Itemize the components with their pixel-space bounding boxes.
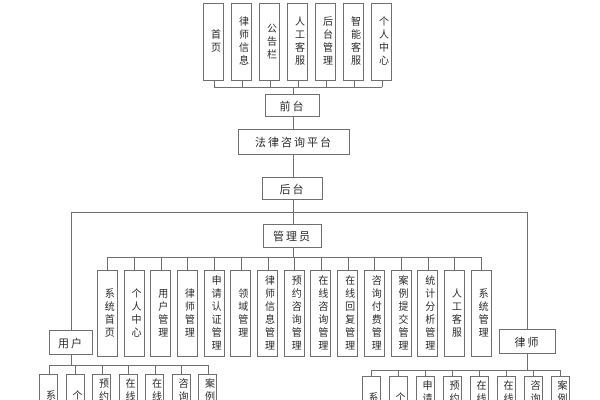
connector-line [213, 81, 215, 87]
admin-module-box: 在线咨询管理 [310, 270, 332, 357]
back-node: 后台 [262, 177, 323, 200]
connector-line [214, 257, 216, 270]
connector-line [560, 370, 561, 376]
connector-line [75, 365, 76, 374]
front-module-box: 首页 [203, 3, 224, 81]
connector-line [533, 370, 534, 376]
admin-module-box: 预约咨询管理 [283, 270, 305, 357]
admin-module-box: 咨询付费管理 [363, 270, 385, 357]
admin-module-box: 系统管理 [470, 270, 492, 357]
connector-line [128, 365, 129, 374]
lawyer-module-box: 个 [388, 376, 408, 400]
front-module-box: 律师信息 [231, 3, 252, 81]
front-module-box: 智能客服 [343, 3, 364, 81]
connector-line [479, 370, 480, 376]
user-module-box: 预约 [92, 374, 111, 400]
connector-line [347, 257, 349, 270]
connector-line [527, 354, 528, 370]
connector-line [71, 212, 72, 330]
lawyer-node: 律师 [499, 329, 556, 354]
lawyer-module-box: 在线 [496, 376, 516, 400]
connector-line [320, 257, 322, 270]
admin-module-box: 个人中心 [123, 270, 145, 357]
user-module-box: 在线 [145, 374, 164, 400]
connector-line [325, 81, 327, 87]
connector-line [454, 257, 456, 270]
connector-line [48, 365, 50, 374]
connector-line [381, 81, 383, 87]
connector-line [269, 81, 271, 87]
connector-line [292, 212, 294, 224]
front-node: 前台 [265, 94, 320, 117]
admin-module-box: 律师管理 [176, 270, 198, 357]
admin-module-box: 领域管理 [230, 270, 252, 357]
front-module-box: 后台管理 [315, 3, 336, 81]
connector-line [292, 155, 294, 177]
connector-line [207, 365, 209, 374]
admin-module-box: 律师信息管理 [257, 270, 278, 357]
lawyer-module-box: 预约 [442, 376, 462, 400]
user-module-box: 咨询 [171, 374, 191, 400]
user-module-box: 个 [65, 374, 85, 400]
connector-line [213, 87, 382, 88]
connector-line [292, 87, 294, 94]
connector-line [371, 370, 560, 371]
lawyer-module-box: 案例 [550, 376, 570, 400]
connector-line [398, 370, 399, 376]
connector-line [425, 370, 426, 376]
connector-line [241, 81, 243, 87]
connector-line [107, 257, 109, 270]
connector-line [292, 200, 294, 212]
connector-line [353, 81, 355, 87]
admin-node: 管理员 [263, 224, 322, 248]
lawyer-module-box: 咨询 [523, 376, 543, 400]
admin-module-box: 人工客服 [443, 270, 465, 357]
front-module-box: 公告栏 [259, 3, 280, 81]
admin-module-box: 在线回复管理 [337, 270, 359, 357]
connector-line [181, 365, 182, 374]
connector-line [187, 257, 189, 270]
connector-line [101, 365, 103, 374]
connector-line [506, 370, 507, 376]
connector-line [401, 257, 402, 270]
connector-line [267, 257, 269, 270]
connector-line [134, 257, 135, 270]
connector-line [292, 117, 294, 129]
user-module-box: 系 [39, 374, 58, 400]
user-node: 用户 [49, 330, 93, 355]
admin-module-box: 用户管理 [150, 270, 172, 357]
connector-line [294, 257, 296, 270]
connector-line [292, 248, 294, 257]
lawyer-module-box: 在线 [469, 376, 489, 400]
admin-module-box: 系统首页 [96, 270, 118, 357]
connector-line [427, 257, 429, 270]
connector-line [371, 370, 372, 376]
admin-module-box: 统计分析管理 [417, 270, 439, 357]
admin-module-box: 案例提交管理 [390, 270, 412, 357]
front-module-box: 人工客服 [287, 3, 308, 81]
lawyer-module-box: 申请 [415, 376, 435, 400]
connector-line [481, 257, 483, 270]
connector-line [71, 212, 528, 213]
lawyer-module-box: 系 [361, 376, 381, 400]
connector-line [160, 257, 162, 270]
front-module-box: 个人中心 [371, 3, 392, 81]
connector-line [154, 365, 156, 374]
connector-line [374, 257, 376, 270]
platform-node: 法律咨询平台 [238, 129, 350, 155]
connector-line [240, 257, 242, 270]
user-module-box: 案例 [198, 374, 217, 400]
connector-line [71, 355, 72, 365]
admin-module-box: 申请认证管理 [203, 270, 225, 357]
connector-line [527, 212, 528, 329]
connector-line [297, 81, 299, 87]
connector-line [452, 370, 453, 376]
user-module-box: 在线 [118, 374, 138, 400]
